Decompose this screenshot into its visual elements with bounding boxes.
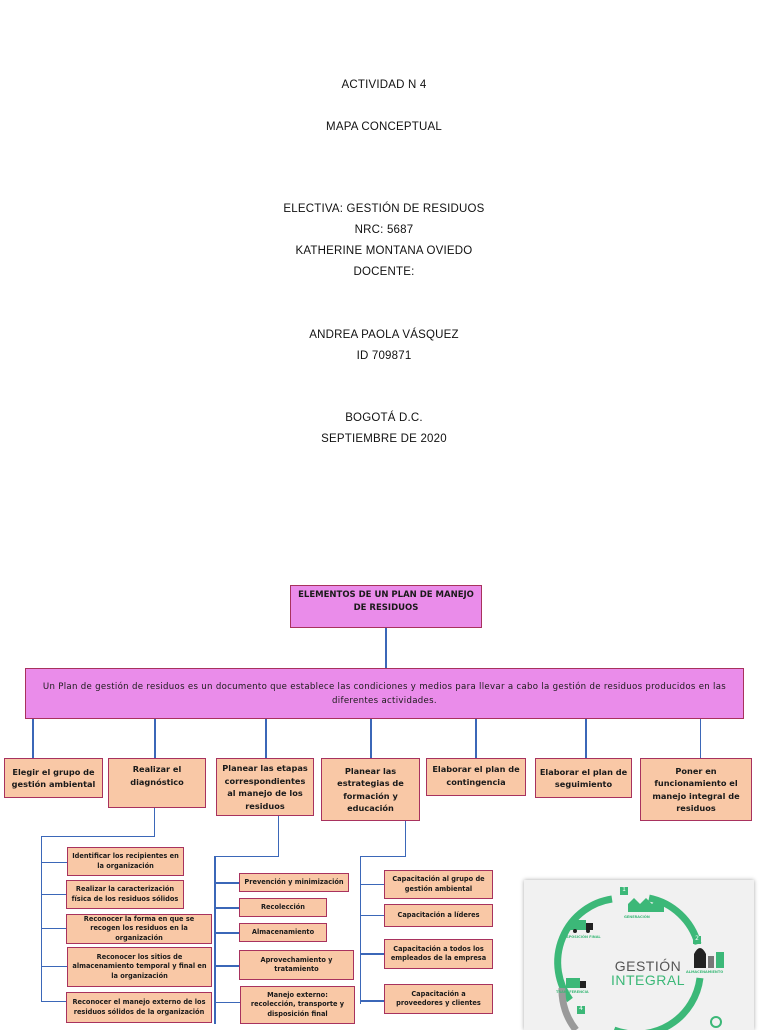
cycle-arc-green: [554, 895, 613, 1003]
formacion-item: Capacitación a proveedores y clientes: [384, 984, 493, 1014]
truck-icon: [570, 920, 593, 933]
activity-number: ACTIVIDAD N 4: [341, 79, 427, 91]
infographic-step-number: 1: [622, 886, 626, 893]
storage-bins-icon: [694, 948, 724, 968]
cycle-graphic: [554, 887, 724, 1030]
etapas-item: Recolección: [239, 898, 327, 917]
diagnostico-item: Reconocer el manejo externo de los resid…: [66, 992, 212, 1023]
element-etapas: Planear las etapas correspondientes al m…: [216, 758, 314, 816]
infographic-step-label: GENERACIÓN: [624, 915, 650, 919]
map-title: ELEMENTOS DE UN PLAN DE MANEJO DE RESIDU…: [290, 585, 482, 628]
gestion-integral-infographic: 1 2 4 GENERACIÓN ALMACENAMIENTO DISPOSIC…: [524, 880, 754, 1030]
course-name: ELECTIVA: GESTIÓN DE RESIDUOS: [283, 203, 485, 215]
step-badge-1: [620, 887, 628, 895]
etapas-item: Manejo externo: recolección, transporte …: [240, 986, 355, 1024]
city: BOGOTÁ D.C.: [345, 412, 423, 424]
infographic-title-line1: GESTIÓN: [614, 958, 682, 974]
element-seguimiento: Elaborar el plan de seguimiento: [535, 758, 632, 798]
formacion-item: Capacitación a todos los empleados de la…: [384, 939, 493, 969]
diagnostico-item: Reconocer la forma en que se recogen los…: [66, 914, 212, 944]
infographic-step-label: DISPOSICIÓN FINAL: [562, 935, 601, 939]
infographic-step-number: 2: [695, 935, 699, 942]
etapas-item: Aprovechamiento y tratamiento: [239, 950, 354, 980]
document-type: MAPA CONCEPTUAL: [326, 121, 442, 133]
infographic-step-number: 4: [579, 1005, 583, 1012]
element-funcionamiento: Poner en funcionamiento el manejo integr…: [640, 758, 752, 821]
teacher-id: ID 709871: [356, 350, 412, 362]
diagnostico-item: Realizar la caracterización física de lo…: [66, 880, 184, 909]
plan-definition: Un Plan de gestión de residuos es un doc…: [25, 668, 744, 719]
step-badge-2: [693, 936, 701, 944]
infographic-step-label: ALMACENAMIENTO: [686, 970, 724, 974]
formacion-item: Capacitación a líderes: [384, 904, 493, 927]
element-grupo-gestion: Elegir el grupo de gestión ambiental: [4, 758, 103, 798]
transfer-truck-icon: [566, 978, 586, 988]
diagnostico-item: Reconocer los sitios de almacenamiento t…: [67, 947, 212, 987]
etapas-item: Almacenamiento: [239, 923, 327, 942]
nrc-code: NRC: 5687: [354, 224, 414, 236]
teacher-label: DOCENTE:: [353, 266, 415, 278]
infographic-title-line2: INTEGRAL: [610, 972, 685, 988]
recycle-icon: [710, 1016, 722, 1028]
infographic-step-label: TRANSFERENCIA: [556, 990, 589, 994]
student-name: KATHERINE MONTANA OVIEDO: [295, 245, 473, 257]
element-contingencia: Elaborar el plan de contingencia: [426, 758, 526, 796]
element-diagnostico: Realizar el diagnóstico: [108, 758, 206, 808]
formacion-item: Capacitación al grupo de gestión ambient…: [384, 870, 493, 899]
houses-icon: [628, 898, 664, 912]
etapas-item: Prevención y minimización: [239, 873, 349, 892]
element-formacion: Planear las estrategias de formación y e…: [321, 758, 420, 821]
step-badge-4: [577, 1006, 585, 1014]
teacher-name: ANDREA PAOLA VÁSQUEZ: [309, 329, 459, 341]
diagnostico-item: Identificar los recipientes en la organi…: [67, 847, 184, 876]
date: SEPTIEMBRE DE 2020: [321, 433, 447, 445]
